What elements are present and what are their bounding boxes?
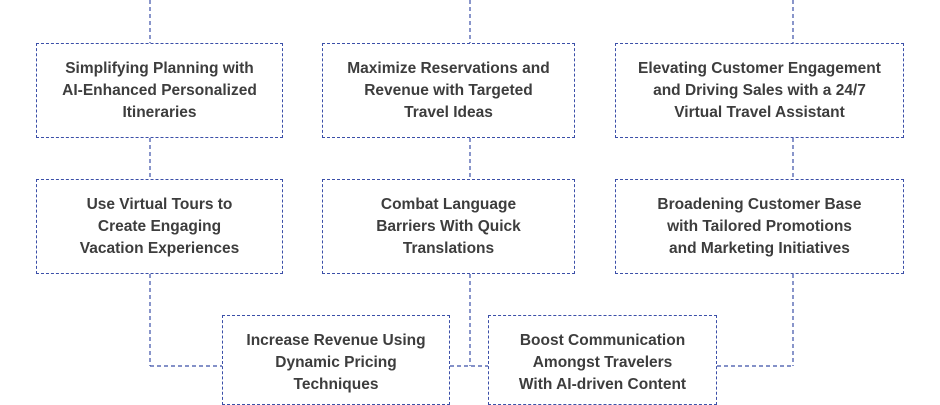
node-customer-base-label: Broadening Customer Base with Tailored P…	[657, 195, 862, 257]
node-virtual-tours: Use Virtual Tours to Create Engaging Vac…	[36, 179, 283, 274]
node-pricing: Increase Revenue Using Dynamic Pricing T…	[222, 315, 450, 405]
node-engagement-label: Elevating Customer Engagement and Drivin…	[638, 59, 881, 121]
node-planning: Simplifying Planning with AI-Enhanced Pe…	[36, 43, 283, 138]
node-language-label: Combat Language Barriers With Quick Tran…	[376, 195, 521, 257]
node-pricing-label: Increase Revenue Using Dynamic Pricing T…	[246, 332, 426, 393]
node-virtual-tours-label: Use Virtual Tours to Create Engaging Vac…	[79, 195, 240, 257]
node-communication-label: Boost Communication Amongst Travelers Wi…	[518, 332, 687, 393]
node-planning-label: Simplifying Planning with AI-Enhanced Pe…	[62, 59, 257, 121]
node-reservations-label: Maximize Reservations and Revenue with T…	[347, 59, 550, 121]
node-engagement: Elevating Customer Engagement and Drivin…	[615, 43, 904, 138]
node-communication: Boost Communication Amongst Travelers Wi…	[488, 315, 717, 405]
node-language: Combat Language Barriers With Quick Tran…	[322, 179, 575, 274]
node-customer-base: Broadening Customer Base with Tailored P…	[615, 179, 904, 274]
node-reservations: Maximize Reservations and Revenue with T…	[322, 43, 575, 138]
